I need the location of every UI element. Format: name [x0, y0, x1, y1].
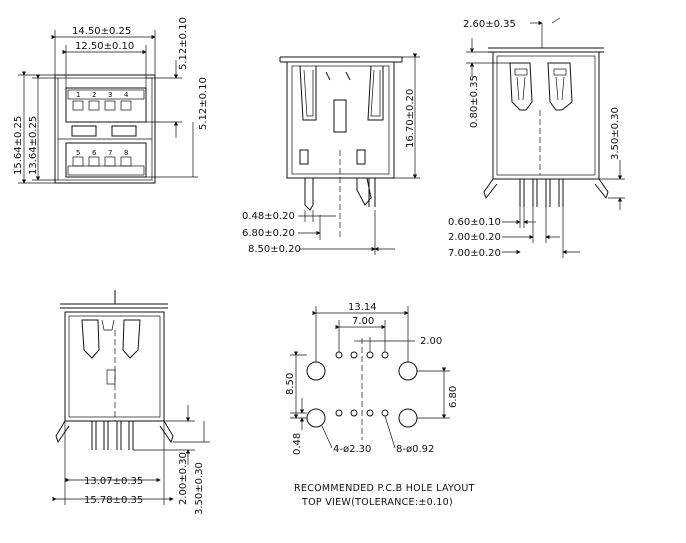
dimension-label: 2.00±0.20 [448, 232, 501, 243]
dimension-label: 13.14 [348, 302, 377, 313]
dimension-label: 5.12±0.10 [178, 17, 189, 70]
dimension-label: 8.50±0.20 [248, 244, 301, 255]
pin-hole [350, 409, 358, 417]
pin-hole [366, 409, 374, 417]
dimension-label: 13.64±0.25 [28, 116, 39, 175]
rear-view-body [492, 51, 600, 180]
dimension-label: 0.80±0.35 [469, 75, 480, 128]
mounting-hole [398, 408, 418, 428]
dimension-label: 13.07±0.35 [84, 476, 143, 487]
pin-number: 2 [92, 91, 96, 99]
pin-hole [381, 409, 389, 417]
dimension-label: 6.80±0.20 [242, 228, 295, 239]
front-view-top-port [65, 87, 147, 123]
pin-number: 4 [124, 91, 129, 99]
dimension-label: 0.48±0.20 [242, 211, 295, 222]
dimension-label: 8-ø0.92 [396, 444, 434, 455]
pin-number: 3 [108, 91, 112, 99]
pin-hole [381, 351, 389, 359]
front-side-view: 13.07±0.35 15.78±0.35 2.00±0.30 3.50±0.3… [52, 290, 210, 515]
front-view-bottom-port [65, 142, 147, 178]
front-view: 1 2 3 4 5 6 7 8 14.50±0.25 12.50±0.10 15… [13, 17, 209, 184]
mounting-hole [306, 361, 326, 381]
mounting-hole [398, 361, 418, 381]
dimension-label: 3.50±0.30 [610, 107, 621, 160]
pin-hole [350, 351, 358, 359]
front-view-outline [54, 74, 156, 184]
dimension-label: 0.60±0.10 [448, 217, 501, 228]
pcb-caption: RECOMMENDED P.C.B HOLE LAYOUT [294, 483, 475, 494]
pin-hole [335, 409, 343, 417]
dimension-label: 2.00±0.30 [178, 452, 189, 505]
pin-number: 8 [124, 149, 128, 157]
dimension-label: 3.50±0.30 [194, 462, 205, 515]
dimension-label: 12.50±0.10 [75, 41, 134, 52]
rear-view: 2.60±0.35 0.80±0.35 3.50±0.30 0.60±0.10 … [448, 17, 625, 259]
pin-hole [335, 351, 343, 359]
pcb-caption: TOP VIEW(TOLERANCE:±0.10) [301, 497, 453, 508]
pin-number: 5 [76, 149, 80, 157]
pcb-layout: 13.14 7.00 2.00 8.50 6.80 0.48 4-ø2.30 [285, 302, 475, 508]
dimension-label: 7.00±0.20 [448, 248, 501, 259]
dimension-label: 16.70±0.20 [405, 89, 416, 148]
dimension-label: 2.60±0.35 [463, 19, 516, 30]
dimension-label: 6.80 [448, 386, 459, 408]
pin-number: 7 [108, 149, 112, 157]
mounting-hole [306, 408, 326, 428]
dimension-label: 5.12±0.10 [198, 77, 209, 130]
dimension-label: 15.64±0.25 [13, 116, 24, 175]
side-view: 16.70±0.20 0.48±0.20 6.80±0.20 8.50±0.20 [242, 53, 420, 255]
dimension-label: 8.50 [285, 373, 296, 395]
dimension-label: 7.00 [352, 316, 374, 327]
front-side-view-body [64, 311, 165, 422]
dimension-label: 0.48 [292, 433, 303, 455]
pin-number: 6 [92, 149, 97, 157]
dimension-label: 2.00 [420, 336, 442, 347]
dimension-label: 4-ø2.30 [333, 444, 371, 455]
pin-number: 1 [76, 91, 80, 99]
dimension-label: 15.78±0.35 [84, 495, 143, 506]
pin-hole [366, 351, 374, 359]
dimension-label: 14.50±0.25 [72, 26, 131, 37]
